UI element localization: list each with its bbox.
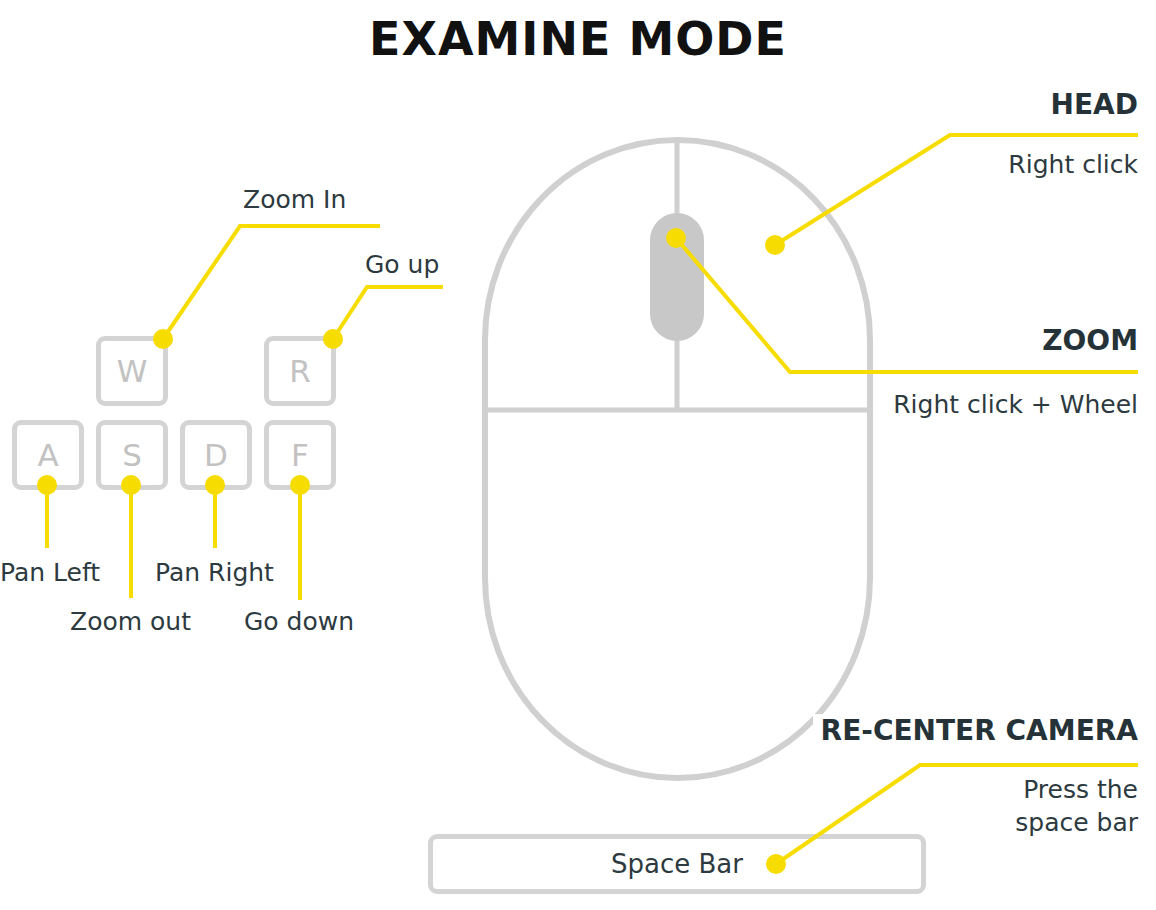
control-description: Right click — [1008, 148, 1138, 181]
leader-dot — [153, 329, 173, 349]
leader-dot — [121, 475, 141, 495]
leader-dot — [205, 475, 225, 495]
leader-dot — [766, 854, 786, 874]
leader-dot — [765, 235, 785, 255]
keyboard-key: R — [264, 336, 336, 406]
key-function: Pan Left — [0, 556, 100, 589]
leader-line — [298, 485, 302, 600]
section-heading: ZOOM — [1042, 324, 1138, 357]
leader-dot — [290, 475, 310, 495]
key-label: S — [122, 437, 142, 473]
key-function: Pan Right — [155, 556, 274, 589]
key-function: Zoom out — [70, 605, 191, 638]
key-label: D — [204, 437, 228, 473]
scroll-wheel — [650, 213, 704, 341]
leader-dot — [666, 228, 686, 248]
button-divider — [487, 408, 868, 413]
key-label: W — [117, 353, 148, 389]
key-function: Zoom In — [243, 183, 346, 216]
key-function: Go down — [244, 605, 354, 638]
diagram-title: EXAMINE MODE — [0, 12, 1156, 66]
key-label: A — [37, 437, 58, 473]
control-description: Right click + Wheel — [893, 388, 1138, 421]
section-heading: HEAD — [1051, 88, 1138, 121]
key-label: Space Bar — [611, 849, 743, 879]
key-label: R — [289, 353, 311, 389]
leader-line — [333, 287, 443, 339]
control-description: Press the space bar — [1003, 773, 1138, 839]
key-function: Go up — [365, 248, 439, 281]
spacebar-key: Space Bar — [428, 834, 926, 894]
leader-dot — [323, 329, 343, 349]
key-label: F — [291, 437, 309, 473]
section-heading: RE-CENTER CAMERA — [813, 714, 1138, 747]
leader-line — [775, 135, 1138, 245]
leader-dot — [37, 475, 57, 495]
leader-line-group — [47, 135, 1138, 864]
leader-dots — [37, 228, 786, 874]
leader-line — [163, 226, 380, 339]
mouse-body — [485, 140, 870, 778]
leader-line — [129, 485, 133, 598]
leader-line — [676, 238, 1138, 372]
